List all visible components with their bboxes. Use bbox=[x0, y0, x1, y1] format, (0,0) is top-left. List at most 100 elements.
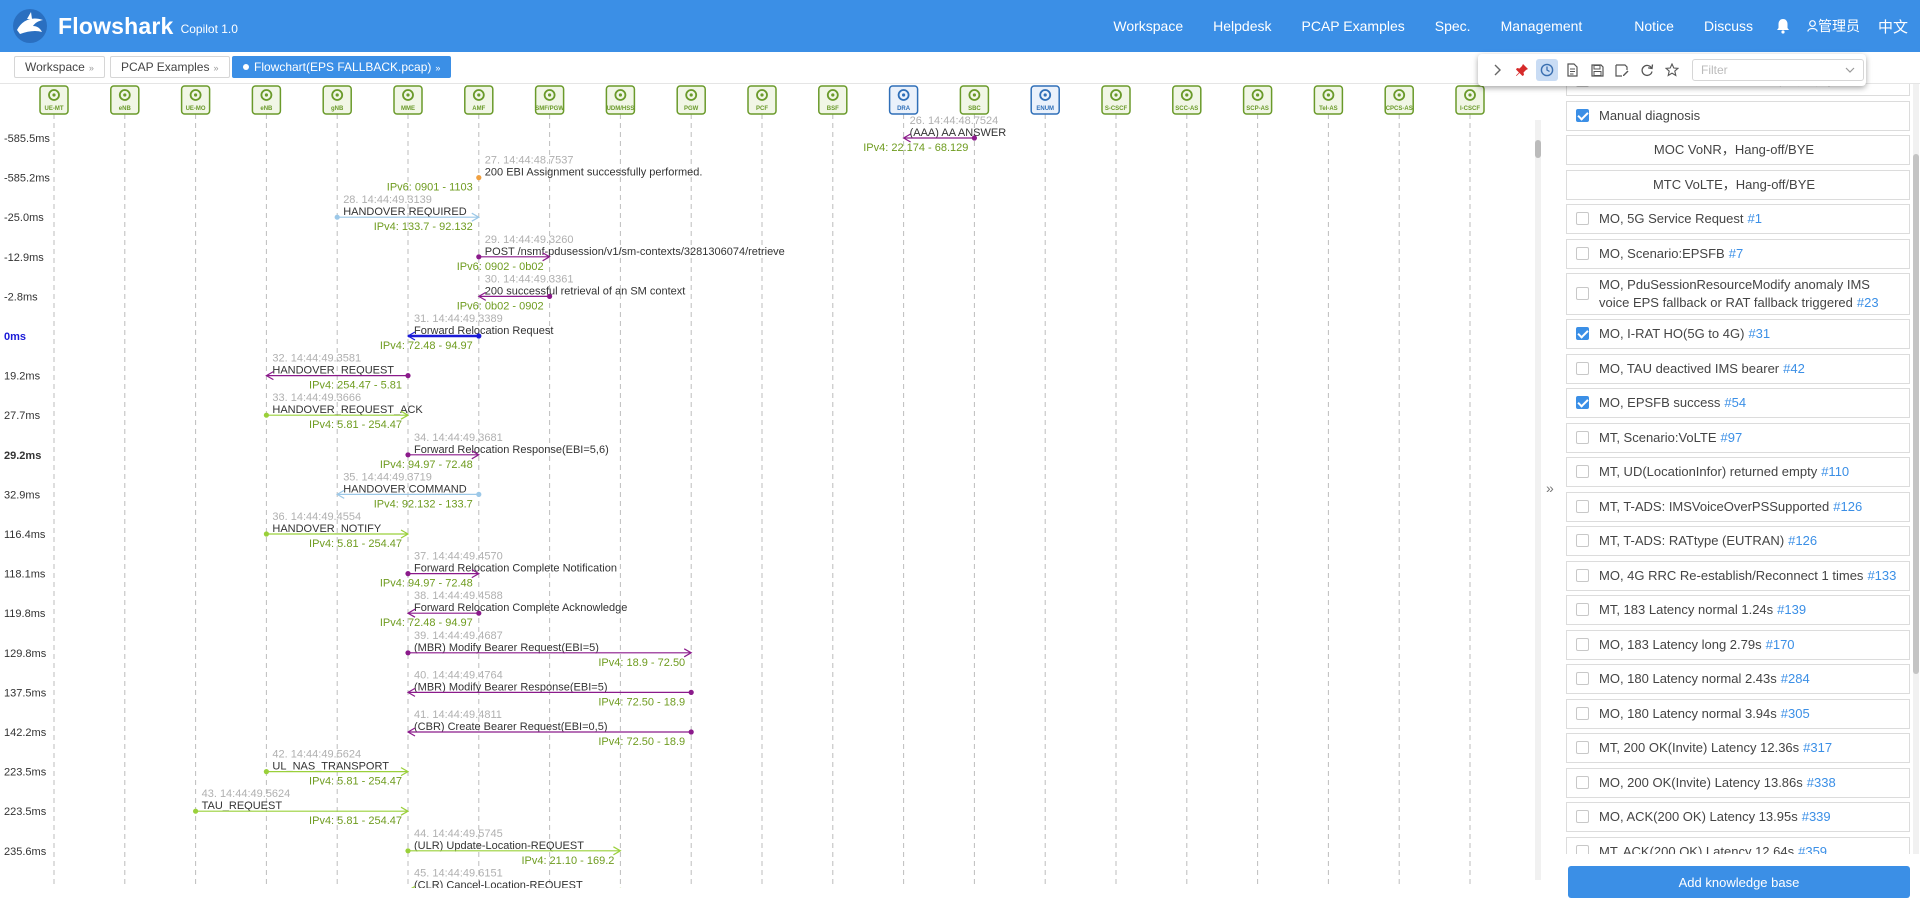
diagnosis-item-link[interactable]: #359 bbox=[1798, 843, 1828, 855]
node-scc-as[interactable]: SCC-AS bbox=[1172, 85, 1202, 115]
diagnosis-checkbox[interactable] bbox=[1576, 465, 1589, 478]
node-udm-hss[interactable]: UDM/HSS bbox=[605, 85, 636, 115]
diagnosis-item-link[interactable]: #126 bbox=[1833, 498, 1863, 514]
tab-workspace[interactable]: Workspace» bbox=[14, 56, 105, 78]
diagnosis-checkbox[interactable] bbox=[1576, 499, 1589, 513]
document-icon[interactable] bbox=[1561, 59, 1583, 81]
node-cpcs-as[interactable]: CPCS-AS bbox=[1384, 85, 1414, 115]
node-scp-as[interactable]: SCP-AS bbox=[1242, 85, 1273, 115]
diagnosis-item[interactable]: MO, I-RAT HO(5G to 4G)#31 bbox=[1566, 319, 1910, 349]
diagnosis-item[interactable]: MT, UD(LocationInfor) returned empty#110 bbox=[1566, 457, 1910, 487]
node-tel-as[interactable]: Tel-AS bbox=[1313, 85, 1344, 115]
diagnosis-item[interactable]: Manual diagnosis bbox=[1566, 100, 1910, 131]
diagnosis-item-link[interactable]: #339 bbox=[1801, 809, 1831, 824]
diagnosis-checkbox[interactable] bbox=[1576, 568, 1589, 582]
diagnosis-checkbox[interactable] bbox=[1576, 844, 1589, 854]
node-mme[interactable]: MME bbox=[393, 85, 423, 115]
diagnosis-item[interactable]: MT, T-ADS: IMSVoiceOverPSSupported#126 bbox=[1566, 491, 1910, 522]
node-smf-pgw[interactable]: SMF/PGW bbox=[534, 85, 565, 115]
diagnosis-checkbox[interactable] bbox=[1576, 534, 1589, 547]
close-caret-icon[interactable]: » bbox=[213, 63, 219, 73]
diagnosis-checkbox[interactable] bbox=[1576, 741, 1589, 754]
diagnosis-item-link[interactable]: #97 bbox=[1720, 429, 1743, 445]
close-caret-icon[interactable]: » bbox=[435, 63, 441, 73]
node-enum[interactable]: ENUM bbox=[1030, 85, 1060, 115]
nav-spec[interactable]: Spec. bbox=[1434, 18, 1471, 34]
diagnosis-item[interactable]: MO, PduSessionResourceModify anomaly IMS… bbox=[1566, 273, 1910, 315]
diagnosis-item[interactable]: MO, 200 OK(Invite) Latency 13.86s#338 bbox=[1566, 767, 1910, 798]
diagnosis-checkbox[interactable] bbox=[1576, 361, 1589, 375]
diagnosis-item-link[interactable]: #284 bbox=[1780, 671, 1810, 686]
node-ue-mt[interactable]: UE-MT bbox=[39, 85, 69, 115]
language-switch[interactable]: 中文 bbox=[1877, 18, 1908, 36]
chevron-right-icon[interactable] bbox=[1486, 59, 1508, 81]
diagram-scroll-thumb[interactable] bbox=[1535, 140, 1541, 158]
add-knowledge-base-button[interactable]: Add knowledge base bbox=[1568, 866, 1910, 898]
diagnosis-item[interactable]: MTC VoLTE，Hang-off/BYE bbox=[1566, 169, 1910, 200]
star-icon[interactable] bbox=[1661, 59, 1683, 81]
diagnosis-checkbox[interactable] bbox=[1576, 637, 1589, 651]
diagnosis-item[interactable]: MO, Scenario:EPSFB#7 bbox=[1566, 238, 1910, 269]
node-pcf[interactable]: PCF bbox=[747, 85, 777, 115]
node-enb[interactable]: eNB bbox=[110, 85, 140, 115]
diagnosis-item[interactable]: MT, T-ADS: RATtype (EUTRAN)#126 bbox=[1566, 526, 1910, 556]
save-as-icon[interactable] bbox=[1611, 59, 1633, 81]
diagnosis-item[interactable]: MO, EPSFB success#54 bbox=[1566, 388, 1910, 418]
diagnosis-checkbox[interactable] bbox=[1576, 327, 1589, 340]
refresh-icon[interactable] bbox=[1636, 59, 1658, 81]
nav-pcap-examples[interactable]: PCAP Examples bbox=[1301, 18, 1405, 34]
diagnosis-item-link[interactable]: #305 bbox=[1780, 705, 1810, 721]
diagram-scrollbar[interactable] bbox=[1535, 120, 1541, 880]
message-row[interactable]: 45. 14:44:49.6151(CLR) Cancel-Location-R… bbox=[408, 867, 623, 888]
diagnosis-checkbox[interactable] bbox=[1576, 396, 1589, 409]
diagnosis-item-link[interactable]: #31 bbox=[1748, 326, 1771, 341]
diagnosis-item-link[interactable]: #42 bbox=[1783, 360, 1805, 376]
diagnosis-item-link[interactable]: #126 bbox=[1788, 533, 1818, 548]
diagnosis-checkbox[interactable] bbox=[1576, 810, 1589, 823]
diagnosis-item[interactable]: MO, 180 Latency normal 3.94s#305 bbox=[1566, 698, 1910, 729]
node-pgw[interactable]: PGW bbox=[676, 85, 706, 115]
filter-select[interactable]: Filter bbox=[1692, 59, 1864, 81]
bell-icon[interactable] bbox=[1775, 18, 1791, 34]
node-i-cscf[interactable]: I-CSCF bbox=[1455, 85, 1485, 115]
diagnosis-item[interactable]: MOC VoNR，Hang-off/BYE bbox=[1566, 135, 1910, 165]
node-bsf[interactable]: BSF bbox=[818, 85, 848, 115]
diagnosis-checkbox[interactable] bbox=[1576, 287, 1589, 300]
diagnosis-item[interactable]: MO, 5G Service Request#1 bbox=[1566, 204, 1910, 234]
diagnosis-item-link[interactable]: #139 bbox=[1777, 602, 1807, 617]
nav-workspace[interactable]: Workspace bbox=[1113, 18, 1184, 34]
tab-flowchart[interactable]: Flowchart(EPS FALLBACK.pcap)» bbox=[232, 56, 452, 78]
nav-helpdesk[interactable]: Helpdesk bbox=[1213, 18, 1272, 34]
diagnosis-item-link[interactable]: #23 bbox=[1856, 295, 1879, 310]
node-enb[interactable]: eNB bbox=[251, 85, 282, 115]
diagnosis-checkbox[interactable] bbox=[1576, 108, 1589, 122]
pin-icon[interactable] bbox=[1511, 59, 1533, 81]
diagnosis-checkbox[interactable] bbox=[1576, 212, 1589, 225]
diagnosis-checkbox[interactable] bbox=[1576, 246, 1589, 260]
diagnosis-item-link[interactable]: #170 bbox=[1765, 636, 1795, 652]
diagnosis-item[interactable]: MO, 180 Latency normal 2.43s#284 bbox=[1566, 664, 1910, 694]
node-dra[interactable]: DRA bbox=[888, 85, 919, 115]
clock-icon[interactable] bbox=[1536, 59, 1558, 81]
diagnosis-checkbox[interactable] bbox=[1576, 775, 1589, 789]
diagnosis-item-link[interactable]: #54 bbox=[1724, 395, 1747, 410]
node-gnb[interactable]: gNB bbox=[322, 85, 352, 115]
collapse-panel-icon[interactable]: » bbox=[1546, 480, 1554, 496]
diagnosis-item-link[interactable]: #133 bbox=[1867, 567, 1897, 583]
tab-pcap-examples[interactable]: PCAP Examples» bbox=[110, 56, 230, 78]
diagnosis-item-link[interactable]: #317 bbox=[1803, 740, 1833, 755]
